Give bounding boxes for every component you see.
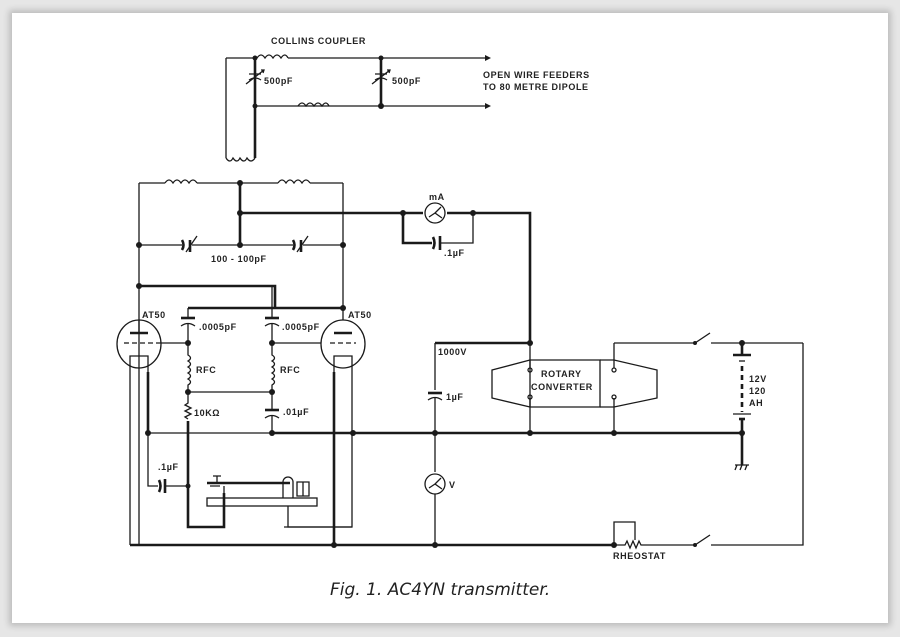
feeders-label-1: OPEN WIRE FEEDERS	[483, 70, 590, 80]
voltmeter-label: V	[449, 480, 456, 490]
battery-label-1: 12V	[749, 374, 767, 384]
cap-500-right-label: 500pF	[392, 76, 421, 86]
ground-icon	[734, 464, 749, 471]
coupler-inductor-top	[256, 54, 289, 60]
ma-label: mA	[429, 192, 445, 202]
plate-meter: mA .1µF	[400, 192, 532, 343]
rfc-right	[270, 343, 276, 392]
battery-label-2: 120	[749, 386, 766, 396]
rotary-converter: ROTARY CONVERTER	[491, 343, 658, 433]
rfc-left-label: RFC	[196, 365, 216, 375]
figure-caption: Fig. 1. AC4YN transmitter.	[330, 580, 551, 600]
figure-frame	[12, 13, 888, 623]
grid-circuits: .0005pF .0005pF RFC RFC 10KΩ .01µF	[180, 286, 320, 529]
tube-right: AT50	[188, 305, 372, 545]
feeder-arrow-top	[485, 55, 491, 61]
collins-coupler: COLLINS COUPLER 500pF 500pF OPEN WIRE FE…	[225, 36, 590, 162]
feeders-label-2: TO 80 METRE DIPOLE	[483, 82, 589, 92]
coupler-inductor-bottom	[297, 102, 330, 108]
vacuum-tube-right-icon	[320, 319, 366, 369]
tank-inductor-left	[164, 179, 198, 185]
cap-500-left-label: 500pF	[264, 76, 293, 86]
link-coil	[225, 156, 256, 162]
filament-bus: RHEOSTAT	[130, 521, 695, 561]
hv-supply: 1000V 1µF V	[424, 340, 533, 548]
bypass-cap-label: .1µF	[444, 248, 465, 258]
tank-circuit: 100 - 100pF	[136, 179, 403, 545]
tank-cap-label: 100 - 100pF	[211, 254, 267, 264]
grid-cap-right-label: .0005pF	[282, 322, 320, 332]
key-circuit: .1µF	[147, 433, 352, 528]
key-cap-label: .1µF	[158, 462, 179, 472]
battery-label-3: AH	[749, 398, 763, 408]
tank-inductor-right	[277, 179, 311, 185]
grid-cap-left-label: .0005pF	[199, 322, 237, 332]
rheostat-label: RHEOSTAT	[613, 551, 666, 561]
converter-label-2: CONVERTER	[531, 382, 593, 392]
rfc-right-label: RFC	[280, 365, 300, 375]
tube-left-label: AT50	[142, 310, 166, 320]
milliammeter-icon	[424, 202, 446, 224]
collins-coupler-label: COLLINS COUPLER	[271, 36, 366, 46]
rheostat-icon	[615, 539, 695, 550]
key-spring-icon	[296, 481, 310, 497]
feeder-arrow-bottom	[485, 103, 491, 109]
switch-top	[694, 332, 711, 344]
grid-resistor-label: 10KΩ	[194, 408, 220, 418]
tube-right-label: AT50	[348, 310, 372, 320]
cathode-cap-label: .01µF	[283, 407, 309, 417]
converter-label-1: ROTARY	[541, 369, 582, 379]
hv-label: 1000V	[438, 347, 467, 357]
grid-resistor	[183, 392, 193, 420]
rfc-left	[186, 343, 192, 392]
tube-left: AT50	[116, 283, 277, 545]
key-knob-icon	[210, 475, 221, 487]
battery-circuit: 12V 120 AH	[614, 332, 804, 547]
hv-cap-label: 1µF	[446, 392, 464, 402]
switch-bottom	[694, 534, 711, 546]
common-bus	[145, 430, 749, 471]
telegraph-key-base	[206, 497, 318, 507]
